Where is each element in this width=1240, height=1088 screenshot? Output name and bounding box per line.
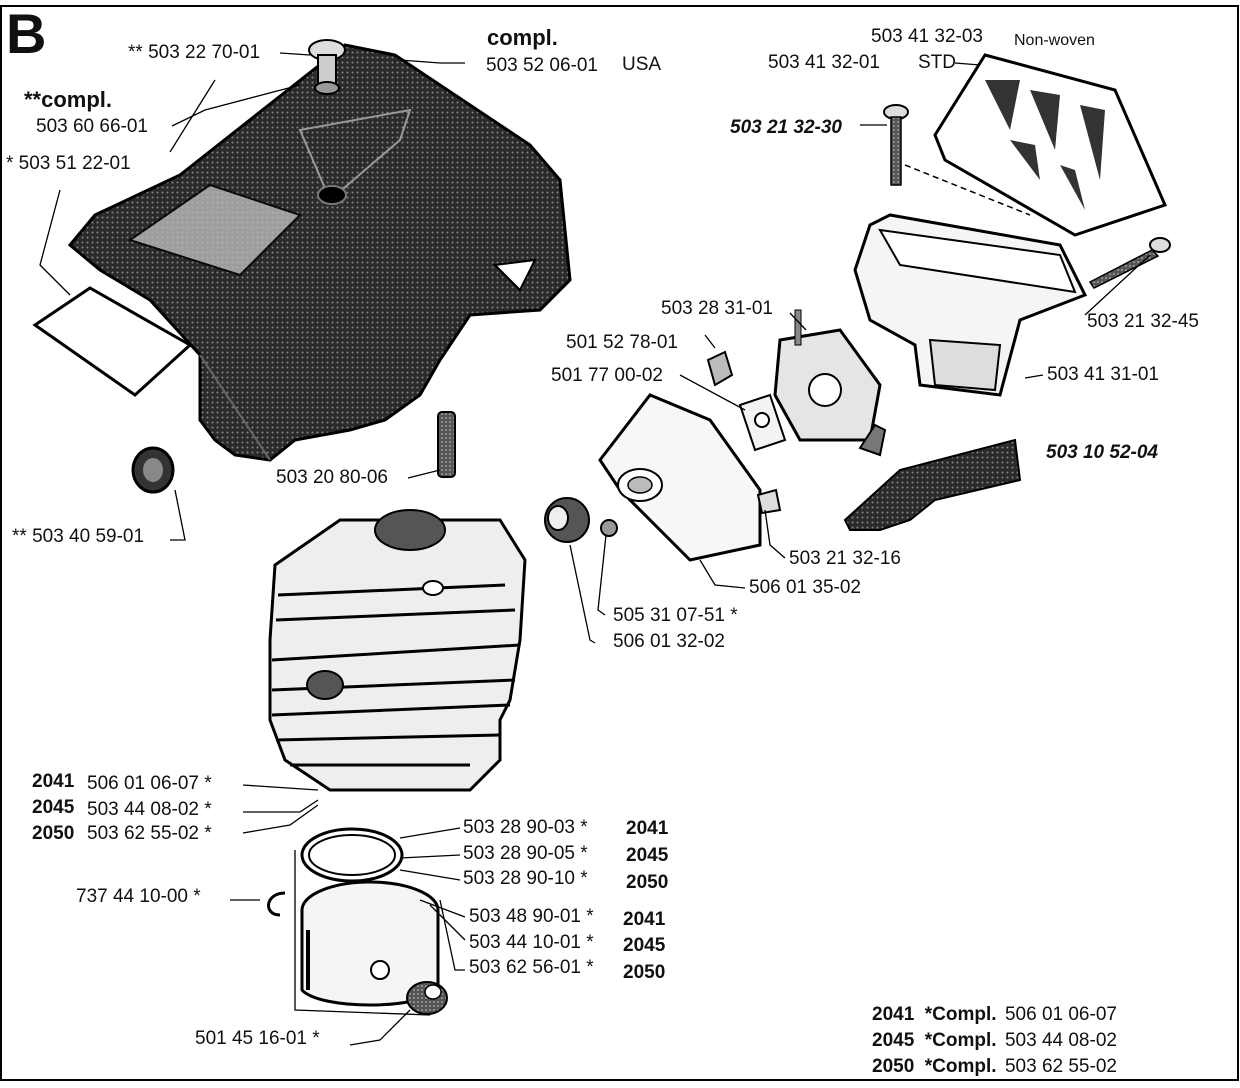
summary-row: 2041 *Compl. 506 01 06-07 [872, 1004, 1117, 1030]
summary-part: 506 01 06-07 [1004, 1004, 1117, 1025]
label-503289010: 503 28 90-10 * [463, 868, 588, 889]
label-503283101: 503 28 31-01 [661, 298, 773, 319]
model-2045-a: 2045 [32, 797, 75, 818]
small-screw [756, 488, 782, 515]
summary-part: 503 44 08-02 [1004, 1030, 1117, 1051]
label-503606601: 503 60 66-01 [36, 116, 148, 137]
section-letter: B [6, 2, 47, 65]
carburetor [773, 309, 882, 442]
label-std: STD [918, 52, 956, 73]
label-501770002: 501 77 00-02 [551, 365, 663, 386]
label-506010607: 506 01 06-07 * [87, 773, 212, 794]
circlip [267, 891, 286, 917]
label-compl-top: compl. [487, 25, 558, 50]
summary-model: 2050 [872, 1056, 915, 1077]
label-505310751: 505 31 07-51 * [613, 605, 738, 626]
label-503227001: ** 503 22 70-01 [128, 42, 261, 63]
label-nonwoven: Non-woven [1014, 32, 1095, 49]
label-compl-star: **compl. [24, 87, 113, 112]
label-503213245: 503 21 32-45 [1087, 311, 1199, 332]
label-503213230: 503 21 32-30 [730, 117, 842, 138]
summary-compl: *Compl. [924, 1030, 997, 1051]
label-506013502: 506 01 35-02 [749, 577, 861, 598]
label-503413101: 503 41 31-01 [1047, 364, 1159, 385]
label-503213216: 503 21 32-16 [789, 548, 901, 569]
air-filter [933, 53, 1168, 237]
model-2050-b: 2050 [626, 872, 669, 893]
model-2050-c: 2050 [623, 962, 666, 983]
summary-row: 2045 *Compl. 503 44 08-02 [872, 1030, 1117, 1056]
cylinder [268, 509, 527, 792]
label-506013202: 506 01 32-02 [613, 631, 725, 652]
page-border [0, 5, 1239, 1081]
model-2041-b: 2041 [626, 818, 669, 839]
intake-adapter [598, 393, 762, 562]
screw-long-1 [883, 104, 909, 186]
cover-window [127, 183, 302, 277]
model-2050-a: 2050 [32, 823, 75, 844]
label-503413201: 503 41 32-01 [768, 52, 880, 73]
needle-bearing [406, 981, 448, 1015]
nut [706, 350, 734, 387]
sleeve-large [544, 497, 590, 543]
label-503441001: 503 44 10-01 * [469, 932, 594, 953]
model-2045-c: 2045 [623, 935, 666, 956]
label-503520601: 503 52 06-01 [486, 55, 598, 76]
label-503440802: 503 44 08-02 * [87, 799, 212, 820]
throttle-rod [843, 423, 1022, 531]
summary-compl: *Compl. [924, 1056, 997, 1077]
label-503489001: 503 48 90-01 * [469, 906, 594, 927]
label-503413203: 503 41 32-03 [871, 26, 983, 47]
label-503625502: 503 62 55-02 * [87, 823, 212, 844]
model-2041-c: 2041 [623, 909, 666, 930]
label-503289003: 503 28 90-03 * [463, 817, 588, 838]
label-usa: USA [622, 54, 662, 75]
piston-rings [300, 827, 404, 883]
label-501527801: 501 52 78-01 [566, 332, 678, 353]
summary-part: 503 62 55-02 [1004, 1056, 1117, 1077]
filter-holder [853, 213, 1088, 397]
label-503208006: 503 20 80-06 [276, 467, 388, 488]
summary-model: 2045 [872, 1030, 915, 1051]
summary-model: 2041 [872, 1004, 915, 1025]
rubber-grommet [131, 446, 175, 494]
cover-knob [308, 39, 346, 95]
label-737441000: 737 44 10-00 * [76, 886, 201, 907]
label-503625601: 503 62 56-01 * [469, 957, 594, 978]
label-503512201: * 503 51 22-01 [6, 153, 131, 174]
summary-compl: *Compl. [924, 1004, 997, 1025]
model-2045-b: 2045 [626, 845, 669, 866]
sleeve-small [600, 519, 618, 537]
summary-row: 2050 *Compl. 503 62 55-02 [872, 1056, 1117, 1082]
insulation-sheet [32, 286, 193, 397]
model-2041-a: 2041 [32, 771, 75, 792]
label-503105204: 503 10 52-04 [1046, 442, 1158, 463]
leader-lines [39, 52, 1151, 1046]
label-503405901: ** 503 40 59-01 [12, 526, 145, 547]
gasket [738, 393, 787, 452]
cylinder-cover [67, 43, 572, 462]
label-501451601: 501 45 16-01 * [195, 1028, 320, 1049]
stud-bolt [437, 411, 456, 478]
piston [300, 880, 440, 1007]
label-503289005: 503 28 90-05 * [463, 843, 588, 864]
complete-kits-summary: 2041 *Compl. 506 01 06-07 2045 *Compl. 5… [872, 1004, 1117, 1082]
screw-long-2 [1088, 237, 1171, 289]
